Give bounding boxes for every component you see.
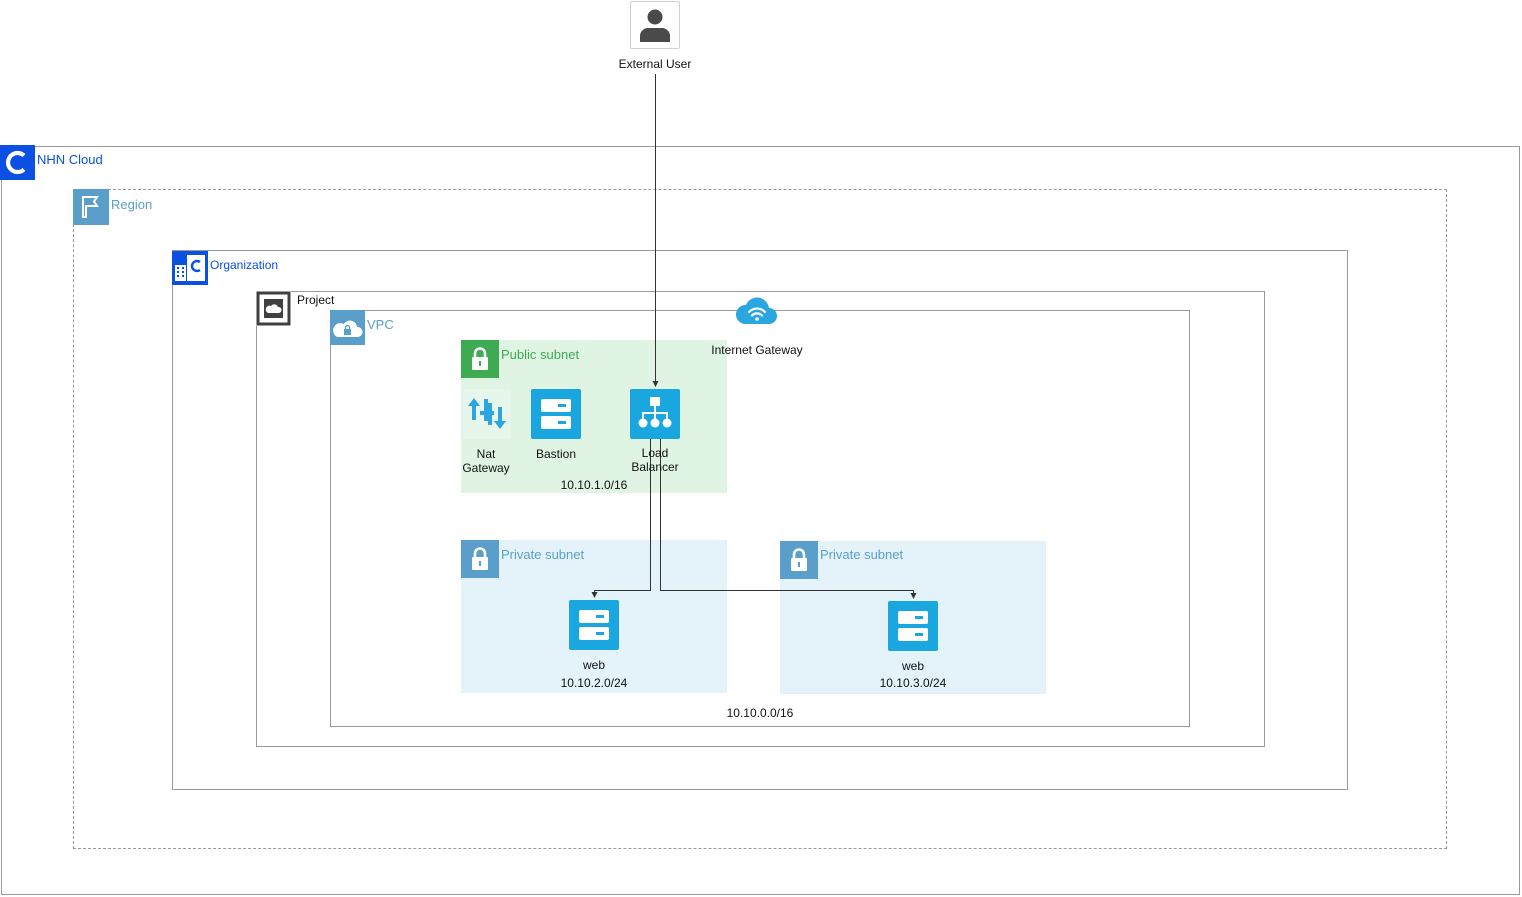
vpc-cidr: 10.10.0.0/16	[726, 706, 794, 720]
web-2-server-icon[interactable]	[888, 601, 938, 651]
external-user-label: External User	[618, 57, 692, 71]
private-subnet-1-label: Private subnet	[501, 547, 585, 562]
flag-icon	[73, 189, 109, 225]
public-subnet-label: Public subnet	[501, 347, 580, 362]
load-balancer-label-line1: Load	[641, 446, 669, 460]
nhn-cloud-label: NHN Cloud	[37, 152, 103, 167]
nat-gateway-label-line1: Nat	[476, 447, 496, 461]
organization-label: Organization	[210, 258, 279, 272]
public-subnet-lock-icon	[461, 340, 499, 378]
nhn-cloud-container	[1, 146, 1520, 895]
internet-gateway-label: Internet Gateway	[711, 343, 803, 357]
project-icon	[256, 291, 291, 326]
private-subnet-1-lock-icon	[461, 540, 499, 578]
cloud-wifi-icon[interactable]	[735, 293, 778, 327]
web-1-label: web	[582, 658, 605, 672]
nat-gateway-label-line2: Gateway	[462, 461, 510, 475]
web-2-label: web	[901, 659, 924, 673]
load-balancer-to-web-1-edge	[591, 439, 651, 598]
region-container	[73, 189, 1447, 849]
public-subnet-cidr: 10.10.1.0/16	[560, 478, 628, 492]
bastion-label: Bastion	[535, 447, 577, 461]
bastion-server-icon[interactable]	[531, 389, 581, 439]
nat-gateway-icon[interactable]	[463, 389, 511, 439]
project-label: Project	[297, 293, 335, 307]
organization-icon	[172, 251, 208, 285]
nhn-cloud-logo-icon	[0, 145, 35, 180]
load-balancer-to-web-2-edge	[660, 439, 917, 599]
region-label: Region	[111, 197, 153, 212]
private-subnet-2-lock-icon	[780, 541, 818, 579]
load-balancer-icon[interactable]	[630, 389, 680, 439]
vpc-label: VPC	[367, 317, 394, 332]
private-subnet-1-cidr: 10.10.2.0/24	[560, 676, 628, 690]
private-subnet-2-label: Private subnet	[820, 547, 904, 562]
organization-container	[172, 250, 1348, 790]
private-subnet-2-cidr: 10.10.3.0/24	[879, 676, 947, 690]
vpc-cloud-lock-icon	[330, 310, 365, 345]
user-icon[interactable]	[630, 1, 680, 49]
project-container	[256, 291, 1265, 747]
load-balancer-label-line2: Balancer	[631, 460, 679, 474]
web-1-server-icon[interactable]	[569, 600, 619, 650]
